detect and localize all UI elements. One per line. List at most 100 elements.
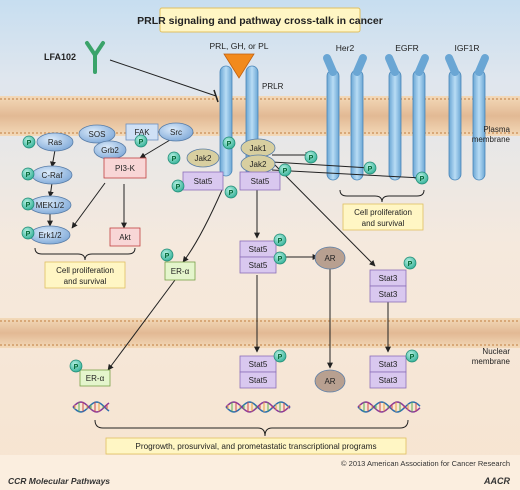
stat3-bottom-label: Stat3 bbox=[379, 290, 398, 299]
stat5-left-label: Stat5 bbox=[194, 177, 213, 186]
phospho-icon: P bbox=[304, 150, 318, 164]
phospho-icon: P bbox=[167, 151, 181, 165]
craf-protein: C-Raf bbox=[31, 165, 73, 185]
ar-label: AR bbox=[324, 254, 335, 263]
stat5-nuc-bottom: Stat5 bbox=[239, 371, 277, 389]
er-alpha-label: ER-α bbox=[171, 267, 190, 276]
nuclear-membrane bbox=[0, 318, 520, 348]
mek-protein: MEK1/2 bbox=[28, 195, 72, 215]
svg-text:P: P bbox=[420, 176, 425, 183]
stat3-nuc-bottom-label: Stat3 bbox=[379, 376, 398, 385]
phospho-icon: P bbox=[69, 359, 83, 373]
phospho-icon: P bbox=[363, 161, 377, 175]
ras-label: Ras bbox=[48, 138, 62, 147]
er-alpha: ER-α bbox=[164, 261, 196, 281]
her2-label: Her2 bbox=[336, 43, 355, 53]
svg-text:P: P bbox=[74, 364, 79, 371]
src-protein: Src bbox=[158, 122, 194, 142]
stat5-dimer-top: Stat5 bbox=[239, 240, 277, 258]
phospho-icon: P bbox=[278, 163, 292, 177]
antibody-label: LFA102 bbox=[44, 52, 76, 62]
jak-protein: Jak2 bbox=[240, 154, 276, 174]
svg-text:P: P bbox=[368, 166, 373, 173]
phospho-icon: P bbox=[224, 185, 238, 199]
akt-label: Akt bbox=[119, 233, 131, 242]
svg-text:P: P bbox=[165, 253, 170, 260]
phospho-icon: P bbox=[222, 136, 236, 150]
egfr-label: EGFR bbox=[395, 43, 419, 53]
akt: Akt bbox=[109, 227, 141, 247]
transcription-box bbox=[105, 437, 407, 455]
svg-text:P: P bbox=[408, 261, 413, 268]
stat3-bottom: Stat3 bbox=[369, 285, 407, 303]
erk-label: Erk1/2 bbox=[38, 231, 62, 240]
jak-protein: Jak1 bbox=[240, 138, 276, 158]
aacr-logo: AACR bbox=[483, 476, 510, 486]
prolif-right-box bbox=[342, 203, 424, 231]
er-alpha-nuclear-label: ER-α bbox=[86, 374, 105, 383]
fak-label: FAK bbox=[134, 128, 150, 137]
copyright: © 2013 American Association for Cancer R… bbox=[341, 459, 510, 468]
dna-helices bbox=[72, 401, 421, 413]
pi3k-label: PI3-K bbox=[115, 164, 136, 173]
phospho-icon: P bbox=[171, 179, 185, 193]
svg-text:P: P bbox=[229, 190, 234, 197]
svg-text:P: P bbox=[227, 141, 232, 148]
plasma-membrane bbox=[0, 96, 520, 136]
phospho-icon: P bbox=[21, 226, 35, 240]
igf1r-label: IGF1R bbox=[454, 43, 479, 53]
phospho-icon: P bbox=[22, 135, 36, 149]
svg-text:P: P bbox=[278, 354, 283, 361]
stat5-nuc-top-label: Stat5 bbox=[249, 360, 268, 369]
dna-icon bbox=[357, 401, 421, 413]
phospho-icon: P bbox=[21, 197, 35, 211]
ras-protein: Ras bbox=[36, 132, 74, 152]
ar-protein: AR bbox=[314, 369, 346, 393]
jak2-label: Jak2 bbox=[195, 154, 212, 163]
svg-text:P: P bbox=[139, 139, 144, 146]
svg-text:P: P bbox=[283, 168, 288, 175]
phospho-icon: P bbox=[415, 171, 429, 185]
svg-text:P: P bbox=[172, 156, 177, 163]
stat3-nuc-top: Stat3 bbox=[369, 355, 407, 373]
antibody-inhibition-line bbox=[109, 59, 217, 97]
phospho-icon: P bbox=[273, 251, 287, 265]
phospho-icon: P bbox=[273, 349, 287, 363]
phospho-icon: P bbox=[273, 233, 287, 247]
jak-protein: Jak2 bbox=[186, 148, 220, 168]
footer-band bbox=[0, 455, 520, 490]
jak2b-label: Jak2 bbox=[250, 160, 267, 169]
stat5-nuc-top: Stat5 bbox=[239, 355, 277, 373]
ar2-label: AR bbox=[324, 377, 335, 386]
svg-text:P: P bbox=[26, 231, 31, 238]
phospho-icon: P bbox=[160, 248, 174, 262]
ar-protein: AR bbox=[314, 246, 346, 270]
title-box bbox=[159, 7, 361, 33]
stat3-nuc-top-label: Stat3 bbox=[379, 360, 398, 369]
phospho-icon: P bbox=[134, 134, 148, 148]
svg-text:P: P bbox=[26, 202, 31, 209]
stat5-dimer-bottom: Stat5 bbox=[239, 256, 277, 274]
svg-text:P: P bbox=[26, 172, 31, 179]
journal-label: CCR Molecular Pathways bbox=[8, 476, 110, 486]
igf1r-receptor bbox=[445, 54, 489, 181]
egfr-receptor bbox=[385, 54, 429, 181]
dna-icon bbox=[72, 401, 110, 413]
svg-text:P: P bbox=[176, 184, 181, 191]
stat3-top: Stat3 bbox=[369, 269, 407, 287]
ligand-triangle bbox=[223, 53, 255, 79]
sos-label: SOS bbox=[89, 130, 106, 139]
svg-text:P: P bbox=[410, 354, 415, 361]
phospho-icon: P bbox=[403, 256, 417, 270]
transcription-text: Progrowth, prosurvival, and prometastati… bbox=[135, 442, 376, 451]
dna-icon bbox=[225, 401, 291, 413]
src-label: Src bbox=[170, 128, 182, 137]
stat3-top-label: Stat3 bbox=[379, 274, 398, 283]
prolif-left-box bbox=[44, 261, 126, 289]
grb-protein: Grb2 bbox=[93, 140, 127, 160]
